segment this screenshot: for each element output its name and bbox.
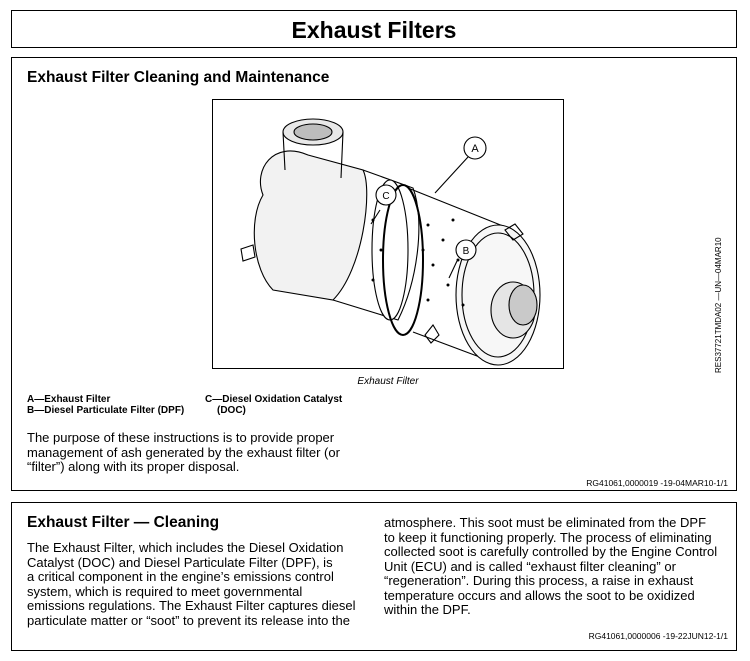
callout-b: B xyxy=(455,239,477,261)
maintenance-heading: Exhaust Filter Cleaning and Maintenance xyxy=(27,69,330,86)
callout-a: A xyxy=(463,136,487,160)
body-line: within the DPF. xyxy=(384,602,471,617)
svg-text:B: B xyxy=(463,246,470,257)
legend-item-a: A—Exhaust Filter xyxy=(27,394,111,405)
figure-caption: Exhaust Filter xyxy=(357,376,419,387)
cleaning-heading: Exhaust Filter — Cleaning xyxy=(27,514,220,531)
figure-side-id: RES37721TMDA02 —UN—04MAR10 xyxy=(714,237,723,373)
cleaning-right-column: atmosphere. This soot must be eliminated… xyxy=(384,515,718,618)
svg-text:A: A xyxy=(471,143,479,155)
body-line: Unit (ECU) and is called “exhaust filter… xyxy=(384,558,676,574)
cleaning-section: Exhaust Filter — Cleaning The Exhaust Fi… xyxy=(11,502,737,651)
page-title-box: Exhaust Filters xyxy=(11,10,737,48)
svg-text:C: C xyxy=(382,191,389,202)
body-line: “regeneration”. During this process, a r… xyxy=(384,573,694,588)
legend-item-c-cont: (DOC) xyxy=(217,405,246,416)
body-line: system, which is required to meet govern… xyxy=(27,583,303,599)
body-line: particulate matter or “soot” to prevent … xyxy=(27,612,350,628)
body-line: management of ash generated by the exhau… xyxy=(27,444,340,460)
body-line: a critical component in the engine’s emi… xyxy=(27,569,334,584)
legend-left: A—Exhaust Filter B—Diesel Particulate Fi… xyxy=(27,394,184,416)
body-line: “filter”) along with its proper disposal… xyxy=(27,459,240,474)
legend-item-c: C—Diesel Oxidation Catalyst xyxy=(205,394,343,405)
body-line: emissions regulations. The Exhaust Filte… xyxy=(27,598,356,613)
exhaust-filter-figure: A C B xyxy=(212,99,564,369)
body-line: temperature occurs and allows the soot t… xyxy=(384,587,695,603)
page-title: Exhaust Filters xyxy=(291,17,457,43)
maintenance-section: Exhaust Filter Cleaning and Maintenance xyxy=(11,57,737,491)
body-line: atmosphere. This soot must be eliminated… xyxy=(384,515,707,530)
legend-item-b: B—Diesel Particulate Filter (DPF) xyxy=(27,405,185,416)
body-line: Catalyst (DOC) and Diesel Particulate Fi… xyxy=(27,554,333,570)
cleaning-ref-code: RG41061,0000006 -19-22JUN12-1/1 xyxy=(588,631,728,641)
body-line: to keep it functioning properly. The pro… xyxy=(384,529,712,545)
exhaust-filter-illustration: A C B xyxy=(240,118,541,366)
cleaning-left-column: The Exhaust Filter, which includes the D… xyxy=(27,540,356,628)
body-line: The purpose of these instructions is to … xyxy=(27,430,335,445)
legend-right: C—Diesel Oxidation Catalyst (DOC) xyxy=(205,394,342,416)
body-line: collected soot is carefully controlled b… xyxy=(384,544,718,559)
body-line: The Exhaust Filter, which includes the D… xyxy=(27,540,344,555)
callout-c: C xyxy=(375,184,397,206)
maintenance-body: The purpose of these instructions is to … xyxy=(27,430,340,475)
maintenance-ref-code: RG41061,0000019 -19-04MAR10-1/1 xyxy=(586,478,728,488)
